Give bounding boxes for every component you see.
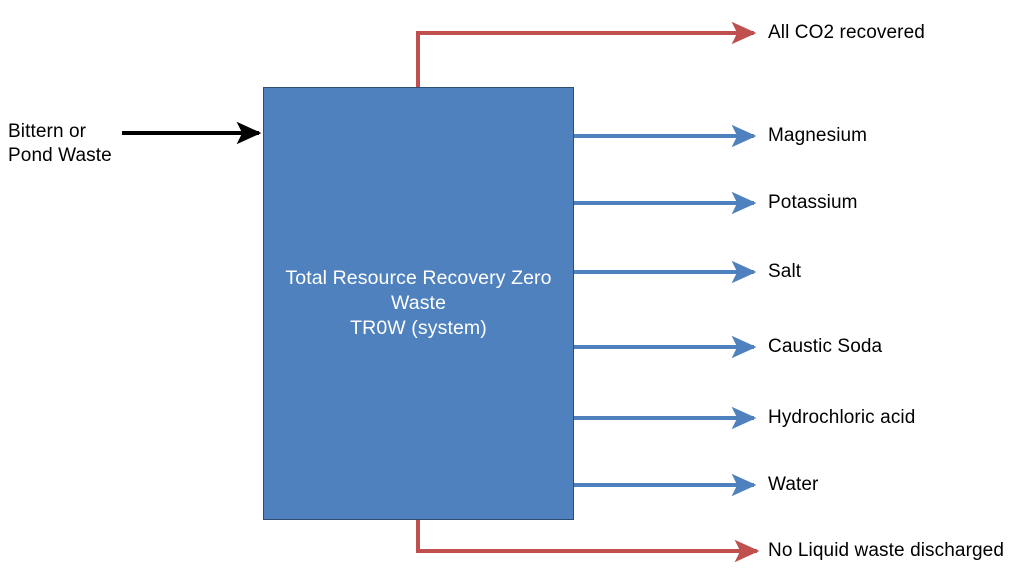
- process-box-trow-system[interactable]: Total Resource Recovery Zero Waste TR0W …: [263, 87, 574, 520]
- output-label-no-liquid-waste-discharged: No Liquid waste discharged: [768, 540, 1005, 561]
- output-arrow-all-co2-recovered: [416, 21, 757, 87]
- output-label-water: Water: [768, 474, 819, 495]
- output-label-all-co2-recovered: All CO2 recovered: [768, 22, 925, 43]
- process-box-label: Total Resource Recovery Zero Waste TR0W …: [285, 267, 552, 339]
- input-label-bittern-or-pond-waste: Bittern or Pond Waste: [8, 121, 112, 166]
- output-label-potassium: Potassium: [768, 192, 858, 213]
- output-label-hydrochloric-acid: Hydrochloric acid: [768, 407, 916, 428]
- output-label-salt: Salt: [768, 261, 802, 282]
- output-label-magnesium: Magnesium: [768, 125, 868, 146]
- output-arrow-no-liquid-waste-discharged: [416, 520, 760, 563]
- output-label-caustic-soda: Caustic Soda: [768, 336, 883, 357]
